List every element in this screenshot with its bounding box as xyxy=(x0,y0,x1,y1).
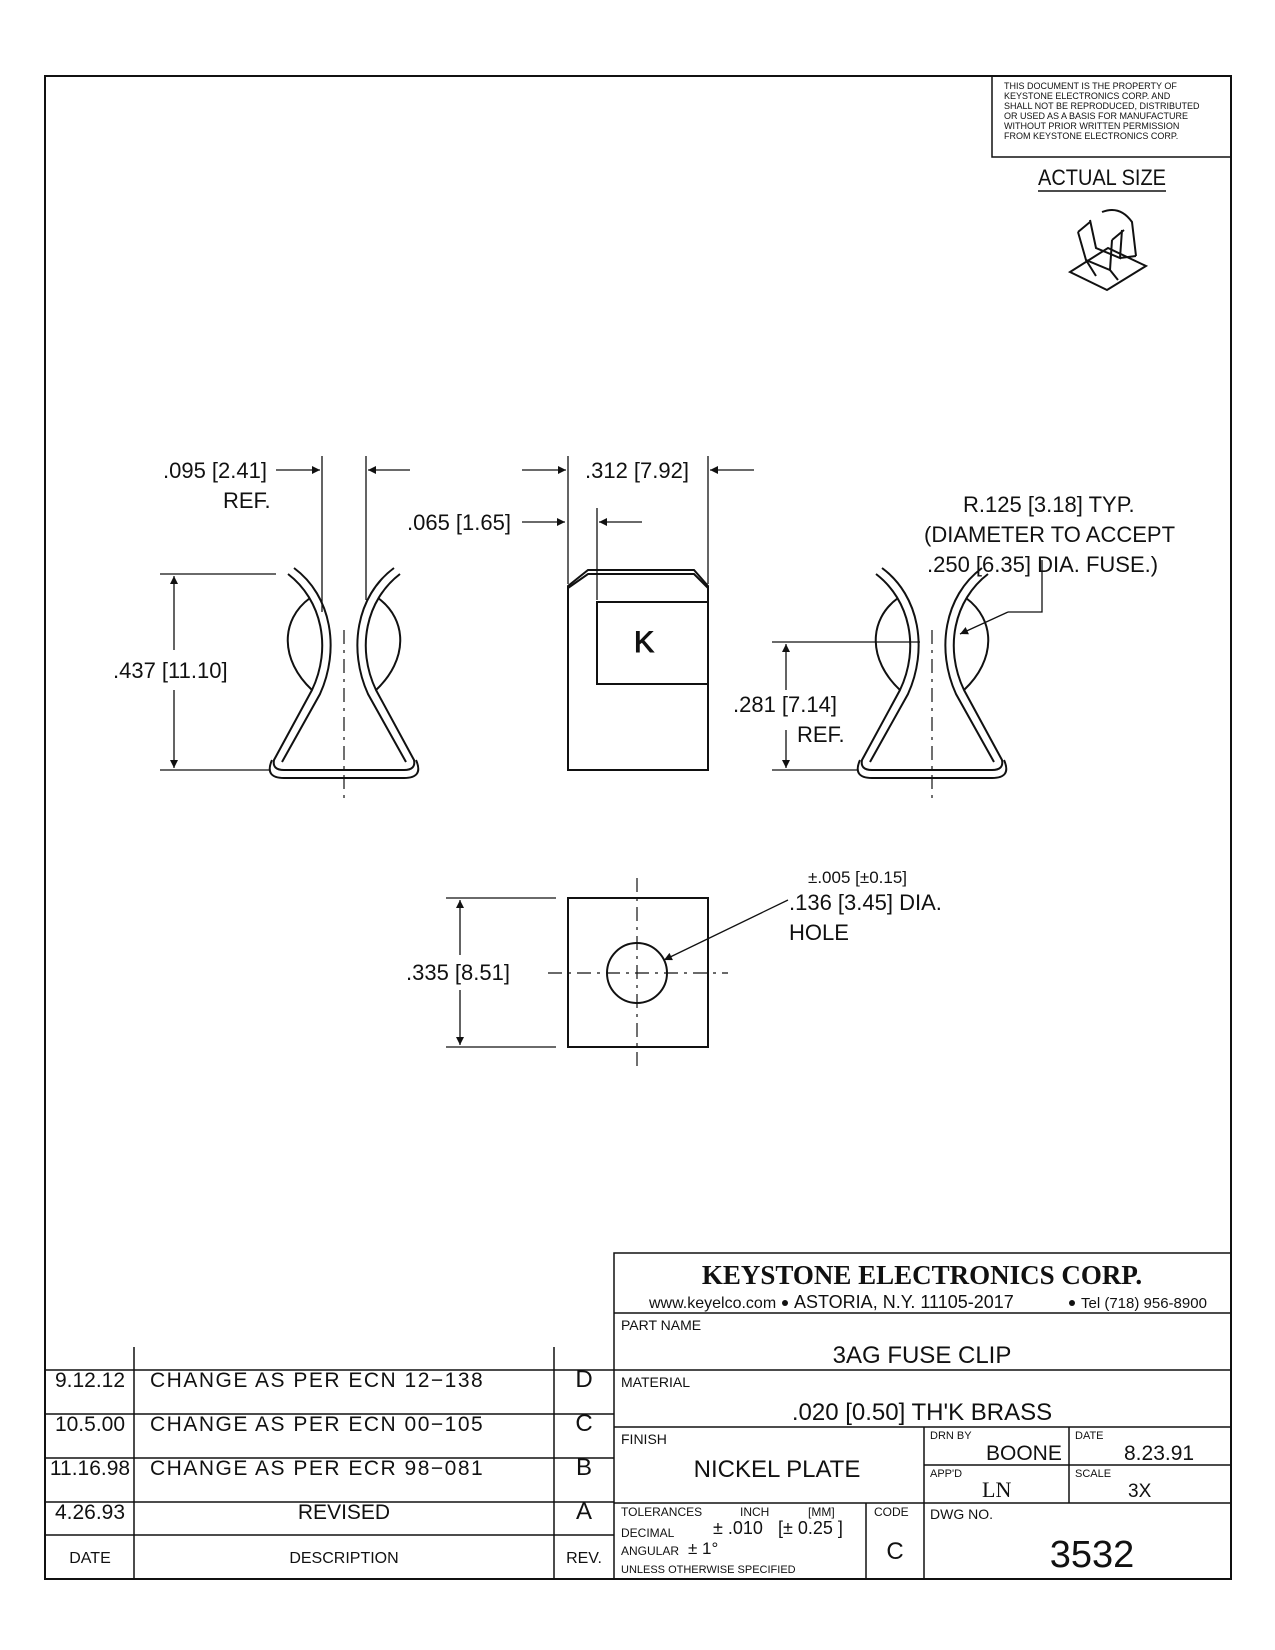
r125-line1: R.125 [3.18] TYP. xyxy=(963,492,1135,517)
bullet-icon xyxy=(1069,1300,1075,1306)
date: 8.23.91 xyxy=(1124,1442,1194,1465)
revision-table xyxy=(45,1347,614,1579)
leader-hole xyxy=(663,899,789,961)
dim-335-label: .335 [8.51] xyxy=(406,960,510,985)
sheet-border xyxy=(44,75,1232,1580)
decimal-tolerance-mm: [± 0.25 ] xyxy=(778,1518,843,1538)
rev-date: 9.12.12 xyxy=(55,1369,125,1392)
mm-label: [MM] xyxy=(808,1505,835,1519)
revision-row: 11.16.98 CHANGE AS PER ECR 98−081 B xyxy=(50,1454,592,1481)
rev-header-description: DESCRIPTION xyxy=(289,1550,398,1567)
leader-r125 xyxy=(959,560,1043,635)
scale: 3X xyxy=(1128,1481,1152,1502)
tolerances-label: TOLERANCES xyxy=(621,1505,702,1519)
dim-065-label: .065 [1.65] xyxy=(407,510,511,535)
bullet-icon xyxy=(782,1300,788,1306)
revision-header: DATE DESCRIPTION REV. xyxy=(69,1550,602,1567)
material: .020 [0.50] TH'K BRASS xyxy=(792,1399,1052,1426)
dim-095-label: .095 [2.41] xyxy=(163,458,267,483)
property-notice: THIS DOCUMENT IS THE PROPERTY OF KEYSTON… xyxy=(991,75,1232,158)
decimal-tolerance: ± .010 xyxy=(713,1518,763,1538)
r125-line2: (DIAMETER TO ACCEPT xyxy=(924,522,1175,547)
part-name-label: PART NAME xyxy=(621,1317,701,1333)
rev-letter: B xyxy=(576,1454,592,1481)
notice-line: KEYSTONE ELECTRONICS CORP. AND xyxy=(1004,91,1171,101)
notice-line: THIS DOCUMENT IS THE PROPERTY OF xyxy=(1004,81,1177,91)
dim-437 xyxy=(160,573,276,771)
revision-row: 4.26.93 REVISED A xyxy=(55,1498,592,1525)
isometric-clip-icon xyxy=(1067,209,1149,292)
company-address: ASTORIA, N.Y. 11105-2017 xyxy=(794,1292,1014,1312)
hole-tolerance: ±.005 [±0.15] xyxy=(808,868,907,887)
decimal-label: DECIMAL xyxy=(621,1526,675,1540)
drn-by-label: DRN BY xyxy=(930,1430,972,1442)
angular-tolerance: ± 1° xyxy=(688,1539,718,1558)
code-label: CODE xyxy=(874,1505,909,1519)
rev-header-date: DATE xyxy=(69,1550,110,1567)
rev-description: REVISED xyxy=(298,1501,390,1524)
company-tel: Tel (718) 956-8900 xyxy=(1081,1295,1207,1312)
hole-diameter: .136 [3.45] DIA. xyxy=(789,890,942,915)
code: C xyxy=(886,1538,903,1565)
dim-281-ref: REF. xyxy=(797,722,845,747)
date-label: DATE xyxy=(1075,1430,1104,1442)
r125-line3: .250 [6.35] DIA. FUSE.) xyxy=(927,552,1158,577)
scale-label: SCALE xyxy=(1075,1468,1111,1480)
dim-335 xyxy=(446,897,556,1048)
rev-letter: D xyxy=(575,1366,592,1393)
finish-label: FINISH xyxy=(621,1431,667,1447)
notice-line: SHALL NOT BE REPRODUCED, DISTRIBUTED xyxy=(1004,101,1200,111)
actual-size-label: ACTUAL SIZE xyxy=(1038,165,1166,190)
rev-date: 4.26.93 xyxy=(55,1501,125,1524)
side-view-left xyxy=(268,567,420,779)
logo-k: K xyxy=(634,626,654,659)
dim-281-label: .281 [7.14] xyxy=(733,692,837,717)
dim-095 xyxy=(276,456,410,612)
front-view xyxy=(567,569,709,771)
dim-437-label: .437 [11.10] xyxy=(113,658,228,683)
dwg-no: 3532 xyxy=(1050,1534,1135,1576)
dim-312-label: .312 [7.92] xyxy=(585,458,689,483)
rev-description: CHANGE AS PER ECN 12−138 xyxy=(150,1369,484,1392)
notice-line: OR USED AS A BASIS FOR MANUFACTURE xyxy=(1004,111,1188,121)
dwg-no-label: DWG NO. xyxy=(930,1506,993,1522)
company-name: KEYSTONE ELECTRONICS CORP. xyxy=(702,1260,1142,1290)
title-block xyxy=(613,1252,1232,1580)
notice-line: FROM KEYSTONE ELECTRONICS CORP. xyxy=(1004,131,1178,141)
drn-by: BOONE xyxy=(986,1442,1062,1465)
part-name: 3AG FUSE CLIP xyxy=(833,1342,1012,1369)
appd-label: APP'D xyxy=(930,1468,962,1480)
appd: LN xyxy=(982,1477,1011,1502)
dim-312 xyxy=(522,456,754,584)
finish: NICKEL PLATE xyxy=(694,1456,861,1483)
revision-row: 9.12.12 CHANGE AS PER ECN 12−138 D xyxy=(55,1366,593,1393)
rev-date: 10.5.00 xyxy=(55,1413,125,1436)
rev-letter: C xyxy=(575,1410,592,1437)
side-view-right xyxy=(856,567,1008,779)
material-label: MATERIAL xyxy=(621,1374,690,1390)
rev-letter: A xyxy=(576,1498,592,1525)
unless-label: UNLESS OTHERWISE SPECIFIED xyxy=(621,1564,796,1576)
company-website: www.keyelco.com xyxy=(648,1295,776,1312)
dim-065 xyxy=(522,508,642,600)
rev-description: CHANGE AS PER ECN 00−105 xyxy=(150,1413,484,1436)
inch-label: INCH xyxy=(740,1505,769,1519)
notice-line: WITHOUT PRIOR WRITTEN PERMISSION xyxy=(1004,121,1179,131)
hole-label: HOLE xyxy=(789,920,849,945)
rev-description: CHANGE AS PER ECR 98−081 xyxy=(150,1457,484,1480)
revision-row: 10.5.00 CHANGE AS PER ECN 00−105 C xyxy=(55,1410,593,1437)
rev-date: 11.16.98 xyxy=(50,1457,130,1480)
angular-label: ANGULAR xyxy=(621,1544,679,1558)
dim-281 xyxy=(772,641,920,771)
rev-header-rev: REV. xyxy=(566,1550,602,1567)
dim-095-ref: REF. xyxy=(223,488,271,513)
